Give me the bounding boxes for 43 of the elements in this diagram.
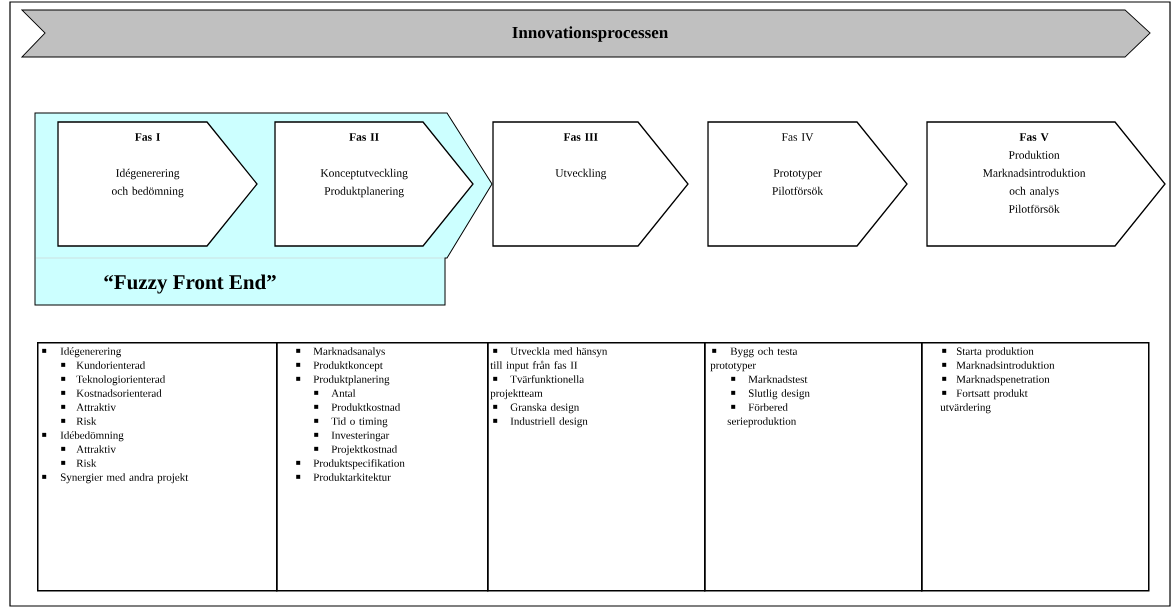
list-item: Synergier med andra projekt (42, 473, 189, 484)
list-item: Tvärfunktionella projektteam (490, 375, 584, 400)
list-item: Risk (61, 417, 97, 425)
list-item: Produktkoncept (296, 361, 383, 372)
list-item: Marknadsintroduktion (942, 361, 1055, 369)
list-item: Marknadstest (731, 375, 808, 383)
list-item: Kundorienterad (61, 361, 146, 369)
list-item: Produktplanering (296, 375, 390, 386)
list-item: Förbered serieproduktion (727, 403, 797, 428)
list-item: Marknadsanalys (296, 347, 385, 358)
list-item: Produktkostnad (314, 403, 401, 411)
list-item: Slutlig design (731, 389, 810, 400)
list-item: Teknologiorienterad (61, 375, 166, 386)
chevron-box: Fas IV Prototyper Pilotförsök (707, 121, 908, 247)
chevron-box: Fas III Utveckling (492, 121, 689, 247)
list-item: Idégenerering (42, 347, 122, 358)
title-banner: Innovationsprocessen (21, 9, 1151, 58)
list-box (276, 342, 489, 592)
list-item: Marknadspenetration (942, 375, 1050, 386)
chevron-box: Fas II Konceptutveckling Produktplanering (274, 121, 474, 247)
list-item: Produktarkitektur (296, 473, 391, 481)
list-item: Attraktiv (61, 403, 116, 411)
list-item: Risk (61, 459, 97, 467)
list-item: Granska design (493, 403, 580, 414)
list-item: Industriell design (493, 417, 588, 428)
list-item: Bygg och testa prototyper (710, 347, 798, 372)
list-box (704, 342, 923, 592)
list-item: Idébedömning (42, 431, 124, 442)
list-item: Investeringar (314, 431, 390, 442)
list-item: Attraktiv (61, 445, 116, 453)
list-item: Tid o timing (314, 417, 388, 428)
chevron-box: Fas I Idégenerering och bedömning (57, 121, 258, 247)
list-item: Fortsatt produkt utvärdering (940, 389, 1028, 414)
chevron-box: Fas V Produktion Marknadsintroduktion och analys Pilotförsök (926, 121, 1166, 247)
list-item: Produktspecifikation (296, 459, 405, 470)
list-item: Starta produktion (942, 347, 1034, 358)
list-item: Kostnadsorienterad (61, 389, 162, 397)
list-box (921, 342, 1150, 592)
list-item: Projektkostnad (314, 445, 398, 456)
list-item: Antal (314, 389, 356, 397)
list-box (487, 342, 706, 592)
list-item: Utveckla med hänsyn till input från fas II (490, 347, 608, 372)
list-box (37, 342, 278, 592)
